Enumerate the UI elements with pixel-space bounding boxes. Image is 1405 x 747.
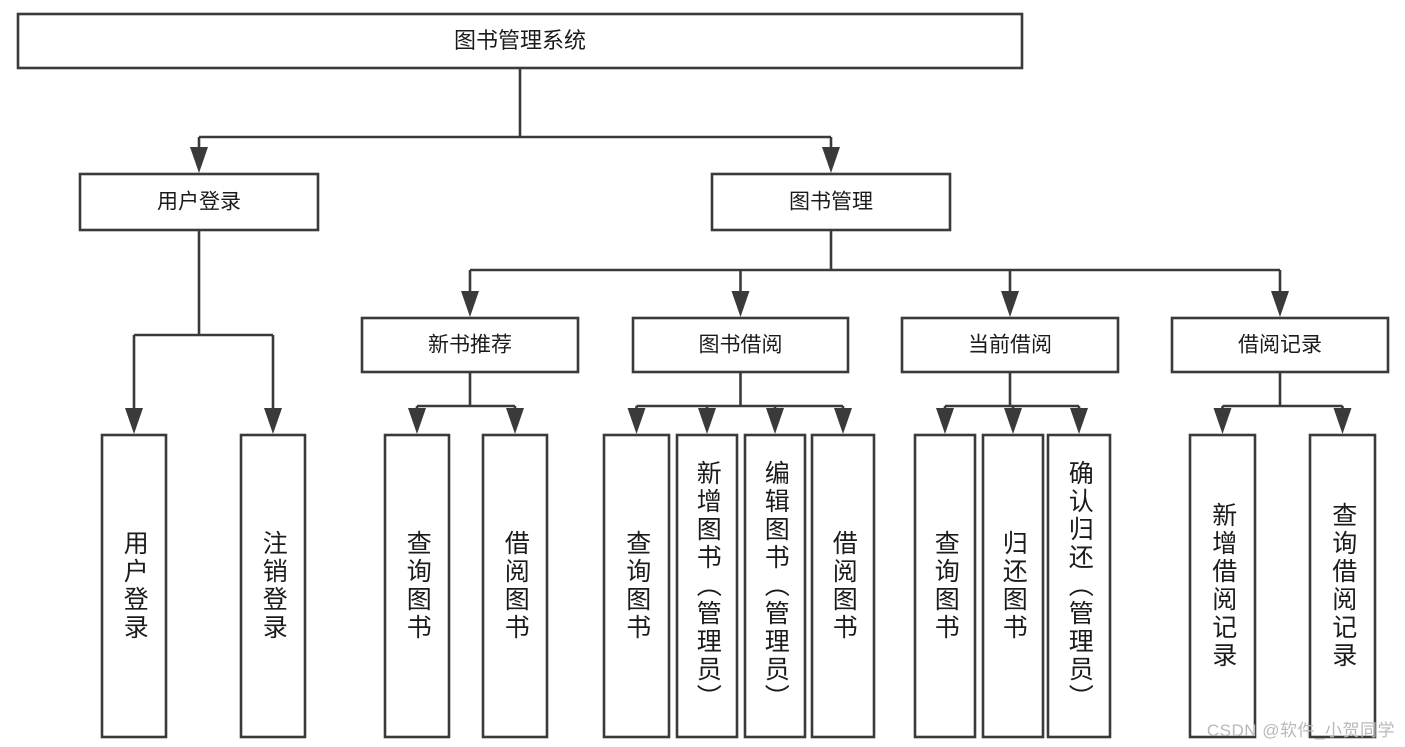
leaf-borrow-book-rec-box[interactable]	[481, 433, 549, 739]
arrow-down-new-book-recommend	[461, 291, 479, 317]
node-book-borrow-box[interactable]	[631, 316, 850, 374]
arrow-down-confirm-return-admin	[1070, 408, 1088, 434]
leaf-query-book-borrow-box[interactable]	[602, 433, 671, 739]
arrow-down-query-book-current	[936, 408, 954, 434]
arrow-down-borrow-book-action	[834, 408, 852, 434]
arrow-down-query-book-rec	[408, 408, 426, 434]
leaf-add-borrow-record-box[interactable]	[1188, 433, 1257, 739]
leaf-query-book-current-box[interactable]	[913, 433, 977, 739]
node-new-book-recommend-box[interactable]	[360, 316, 580, 374]
node-current-borrow-label: 当前借阅	[968, 334, 1052, 357]
node-borrow-record-box[interactable]	[1170, 316, 1390, 374]
arrow-down-query-borrow-record	[1333, 408, 1352, 434]
arrow-down-user-login-action	[125, 408, 143, 434]
arrow-down-current-borrow	[1001, 291, 1019, 317]
node-book-borrow-label: 图书借阅	[699, 334, 783, 357]
node-user-login-label: 用户登录	[157, 191, 241, 214]
arrow-down-borrow-record	[1271, 291, 1289, 317]
arrow-heads-group	[125, 147, 1352, 434]
root-node-box[interactable]	[16, 12, 1024, 70]
node-user-login-box[interactable]	[78, 172, 320, 232]
arrow-down-add-borrow-record	[1213, 408, 1232, 434]
node-book-manage-label: 图书管理	[789, 191, 873, 214]
leaf-confirm-return-admin-box[interactable]	[1046, 433, 1112, 739]
leaf-query-borrow-record-box[interactable]	[1308, 433, 1377, 739]
arrow-down-return-book	[1004, 408, 1022, 434]
arrow-down-logout-action	[264, 408, 282, 434]
leaf-logout-action-box[interactable]	[239, 433, 307, 739]
root-node-label: 图书管理系统	[454, 28, 586, 53]
leaf-add-book-admin-box[interactable]	[675, 433, 739, 739]
arrow-down-add-book-admin	[698, 408, 716, 434]
node-current-borrow-box[interactable]	[900, 316, 1120, 374]
node-book-manage-box[interactable]	[710, 172, 952, 232]
arrow-down-user-login	[190, 147, 208, 173]
arrow-down-query-book-borrow	[627, 408, 646, 434]
leaf-borrow-book-action-box[interactable]	[810, 433, 876, 739]
arrow-down-borrow-book-rec	[506, 408, 524, 434]
leaf-return-book-box[interactable]	[981, 433, 1045, 739]
node-new-book-recommend-label: 新书推荐	[428, 334, 512, 357]
leaf-query-book-rec-box[interactable]	[383, 433, 451, 739]
arrow-down-edit-book-admin	[766, 408, 784, 434]
arrow-down-book-manage	[822, 147, 840, 173]
watermark-text: CSDN @软件_小贺同学	[1206, 721, 1395, 740]
node-borrow-record-label: 借阅记录	[1238, 334, 1322, 357]
leaf-edit-book-admin-box[interactable]	[743, 433, 807, 739]
leaf-user-login-action-box[interactable]	[100, 433, 168, 739]
node-boxes-group	[16, 12, 1390, 739]
arrow-down-book-borrow	[731, 291, 750, 317]
